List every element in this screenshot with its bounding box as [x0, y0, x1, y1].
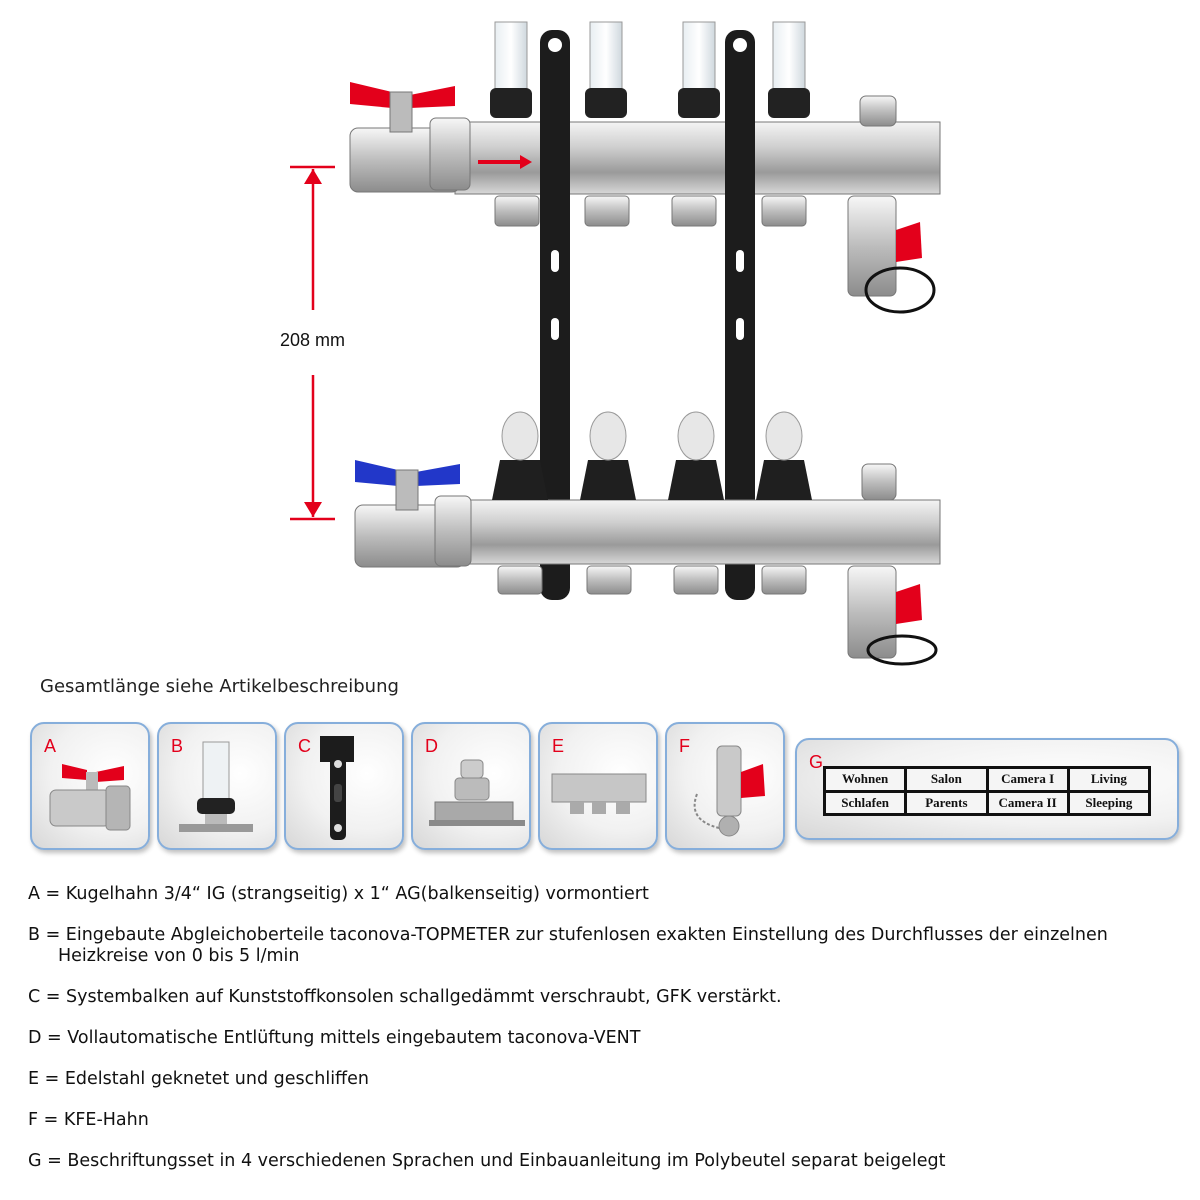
card-b: B: [157, 722, 277, 850]
bracket-icon: [320, 736, 354, 840]
legend-item-g: G = Beschriftungsset in 4 verschiedenen …: [28, 1151, 946, 1171]
supply-bar: [349, 21, 941, 314]
manifold-illustration: [290, 21, 941, 666]
flowmeter-icons: [490, 21, 810, 118]
legend: A = Kugelhahn 3/4“ IG (strangseitig) x 1…: [28, 884, 1178, 1192]
card-letter: F: [679, 736, 690, 756]
label-tag: Camera II: [988, 792, 1067, 813]
mounting-brackets: [540, 30, 755, 600]
label-tag: Parents: [907, 792, 986, 813]
legend-item-c: C = Systembalken auf Kunststoffkonsolen …: [28, 987, 782, 1007]
card-letter: B: [171, 736, 184, 756]
drain-valve-icon: [693, 745, 765, 837]
flowmeter-icon: [179, 741, 253, 832]
label-tag: Wohnen: [826, 769, 905, 790]
label-tag: Camera I: [988, 769, 1067, 790]
legend-item-d: D = Vollautomatische Entlüftung mittels …: [28, 1028, 641, 1048]
card-f: F: [665, 722, 785, 850]
card-letter: G: [809, 752, 824, 772]
legend-item-a: A = Kugelhahn 3/4“ IG (strangseitig) x 1…: [28, 884, 649, 904]
card-a: A: [30, 722, 150, 850]
return-bar: [354, 411, 941, 666]
card-letter: D: [425, 736, 438, 756]
card-e: E: [538, 722, 658, 850]
card-letter: A: [44, 736, 57, 756]
legend-item-f: F = KFE-Hahn: [28, 1110, 149, 1130]
air-vent-icon: [429, 759, 525, 826]
return-outlets: [497, 565, 807, 595]
balancing-valve-icons: [492, 411, 812, 500]
steel-bar-icon: [551, 773, 647, 814]
blue-valve-handle-icon: [355, 460, 460, 511]
legend-item-e: E = Edelstahl geknetet und geschliffen: [28, 1069, 369, 1089]
label-tag: Sleeping: [1069, 792, 1148, 813]
legend-item-b: B = Eingebaute Abgleichoberteile taconov…: [28, 925, 1178, 967]
subtitle: Gesamtlänge siehe Artikelbeschreibung: [40, 676, 399, 697]
label-tag: Schlafen: [826, 792, 905, 813]
red-valve-handle-icon: [350, 82, 455, 133]
card-g: G Wohnen Salon Camera I Living Schlafen …: [795, 738, 1179, 840]
label-tag: Living: [1069, 769, 1148, 790]
card-letter: E: [552, 736, 565, 756]
ball-valve-icon: [49, 764, 131, 831]
card-c: C: [284, 722, 404, 850]
legend-item-b-continuation: Heizkreise von 0 bis 5 l/min: [58, 946, 300, 966]
supply-outlets: [494, 195, 807, 227]
card-letter: C: [298, 736, 311, 756]
dimension-label: 208 mm: [280, 330, 346, 350]
label-tag: Salon: [907, 769, 986, 790]
label-set-icon: Wohnen Salon Camera I Living Schlafen Pa…: [823, 766, 1151, 816]
dimension-arrow: [290, 165, 335, 521]
card-d: D: [411, 722, 531, 850]
